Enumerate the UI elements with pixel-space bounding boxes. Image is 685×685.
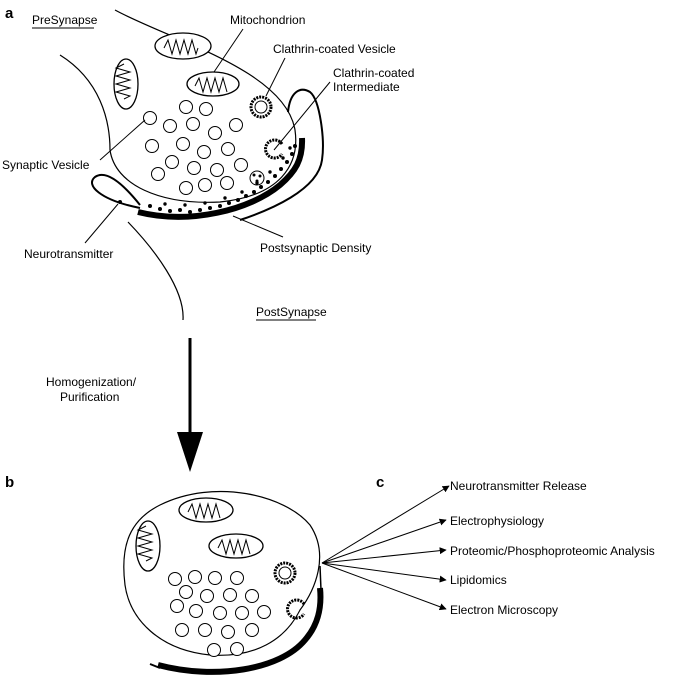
label-clathrin-coated-vesicle: Clathrin-coated Vesicle	[273, 42, 396, 56]
analysis-electron-microscopy: Electron Microscopy	[450, 603, 558, 617]
analysis-neurotransmitter-release: Neurotransmitter Release	[450, 479, 587, 493]
synaptosome-outline	[123, 490, 321, 656]
mitochondrion-b1	[178, 497, 234, 523]
arrow-electrophysiology	[321, 518, 447, 564]
analysis-proteomic: Proteomic/Phosphoproteomic Analysis	[450, 544, 655, 558]
presynapse-label: PreSynapse	[32, 13, 98, 27]
postsynaptic-process-right	[239, 88, 324, 221]
analysis-electrophysiology: Electrophysiology	[450, 514, 544, 528]
process-label-line1: Homogenization/	[46, 375, 137, 389]
membrane-stub	[319, 565, 322, 591]
arrow-electron-microscopy	[321, 562, 447, 611]
postsynaptic-process-left	[91, 174, 141, 209]
arrow-proteomic	[321, 547, 447, 564]
presynaptic-terminal	[59, 9, 297, 203]
density-tail	[149, 663, 161, 669]
synaptic-vesicles-a	[143, 100, 248, 195]
mitochondrion-a1	[154, 32, 212, 60]
mitochondrion-a3	[113, 58, 139, 110]
analysis-arrows	[321, 485, 450, 611]
clathrin-coated-intermediate-b	[286, 598, 306, 620]
attached-postsynaptic-density	[157, 587, 324, 675]
postsynapse-label: PostSynapse	[256, 305, 327, 319]
neurotransmitter-dots	[118, 144, 297, 214]
analysis-lipidomics: Lipidomics	[450, 573, 507, 587]
label-mitochondrion: Mitochondrion	[230, 13, 305, 27]
label-synaptic-vesicle: Synaptic Vesicle	[2, 158, 90, 172]
synaptic-vesicles-b	[168, 570, 271, 657]
arrow-lipidomics	[321, 562, 447, 583]
mitochondrion-b2	[208, 533, 264, 559]
mitochondrion-b3	[135, 520, 161, 572]
postsynaptic-membrane	[127, 221, 184, 321]
label-neurotransmitter: Neurotransmitter	[24, 247, 113, 261]
clathrin-coated-vesicle-b	[273, 561, 297, 585]
panel-c-label: c	[376, 474, 384, 491]
process-arrow-head	[177, 432, 203, 472]
panel-a-label: a	[5, 5, 14, 22]
leader-lines-a	[84, 28, 331, 244]
postsynaptic-density	[137, 137, 306, 220]
label-clathrin-coated-intermediate-line2: Intermediate	[333, 80, 400, 94]
clathrin-coated-intermediate-a	[264, 138, 284, 160]
process-label-line2: Purification	[60, 390, 119, 404]
label-clathrin-coated-intermediate-line1: Clathrin-coated	[333, 66, 414, 80]
label-postsynaptic-density: Postsynaptic Density	[260, 241, 371, 255]
mitochondrion-a2	[186, 71, 240, 97]
clathrin-coated-vesicle-a	[249, 95, 273, 119]
panel-b-label: b	[5, 474, 14, 491]
arrow-neurotransmitter-release	[321, 485, 450, 564]
